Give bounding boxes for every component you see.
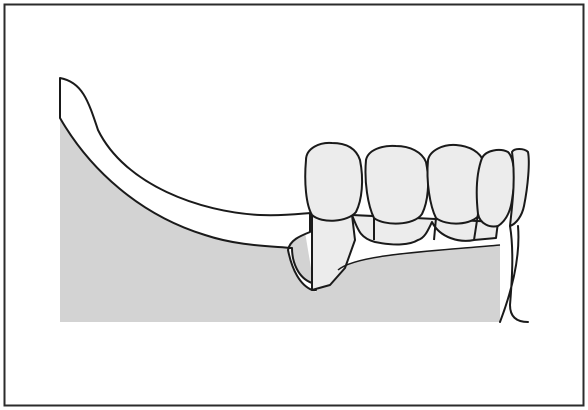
crown-1 xyxy=(305,143,362,221)
crown-4 xyxy=(477,150,514,227)
crown-2 xyxy=(365,146,428,224)
